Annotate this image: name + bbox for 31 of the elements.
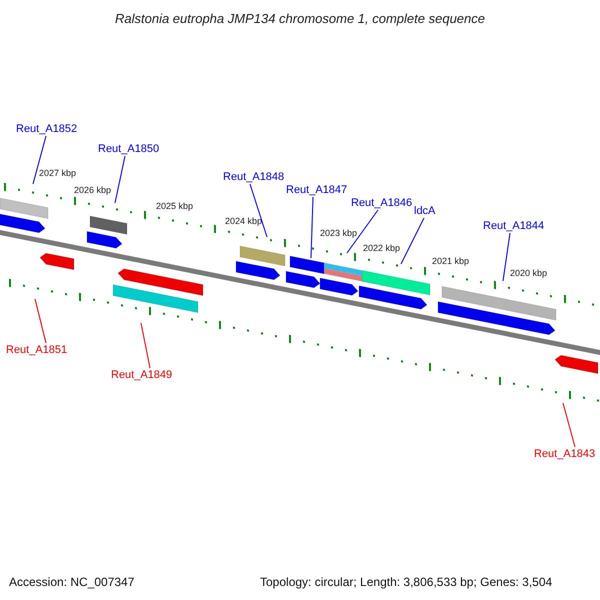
leader-line xyxy=(34,298,46,344)
gene-label: ldcA xyxy=(414,204,436,218)
position-label: 2027 kbp xyxy=(39,168,76,179)
position-label: 2025 kbp xyxy=(156,201,194,212)
leader-line xyxy=(250,184,268,238)
leader-line xyxy=(32,136,46,184)
diagram-title: Ralstonia eutropha JMP134 chromosome 1, complete sequence xyxy=(115,10,485,28)
footer-text: Accession: NC_007347 xyxy=(9,575,134,589)
leader-line xyxy=(400,218,424,264)
leader-line xyxy=(114,156,126,204)
leader-line xyxy=(346,210,378,254)
position-label: 2020 kbp xyxy=(510,268,548,279)
gene-label: Reut_A1852 xyxy=(16,122,78,136)
gene-label: Reut_A1849 xyxy=(111,368,172,382)
gene-label: Reut_A1846 xyxy=(351,196,412,210)
gene-label: Reut_A1850 xyxy=(98,142,160,156)
gene-label: Reut_A1847 xyxy=(286,183,348,197)
leader-line xyxy=(502,232,510,282)
position-label: 2023 kbp xyxy=(320,228,358,239)
leader-line xyxy=(562,402,576,448)
gene-label: Reut_A1843 xyxy=(534,447,596,461)
leader-line xyxy=(310,196,314,258)
gene-label: Reut_A1851 xyxy=(6,343,68,357)
footer-text: Topology: circular; Length: 3,806,533 bp; Genes: 3,504 xyxy=(260,575,552,589)
gene-label: Reut_A1844 xyxy=(483,219,544,233)
position-label: 2024 kbp xyxy=(225,216,262,227)
gene-label: Reut_A1848 xyxy=(223,170,284,184)
position-label: 2026 kbp xyxy=(74,185,112,196)
position-label: 2022 kbp xyxy=(363,243,400,254)
position-label: 2021 kbp xyxy=(432,256,470,267)
leader-line xyxy=(140,322,150,368)
